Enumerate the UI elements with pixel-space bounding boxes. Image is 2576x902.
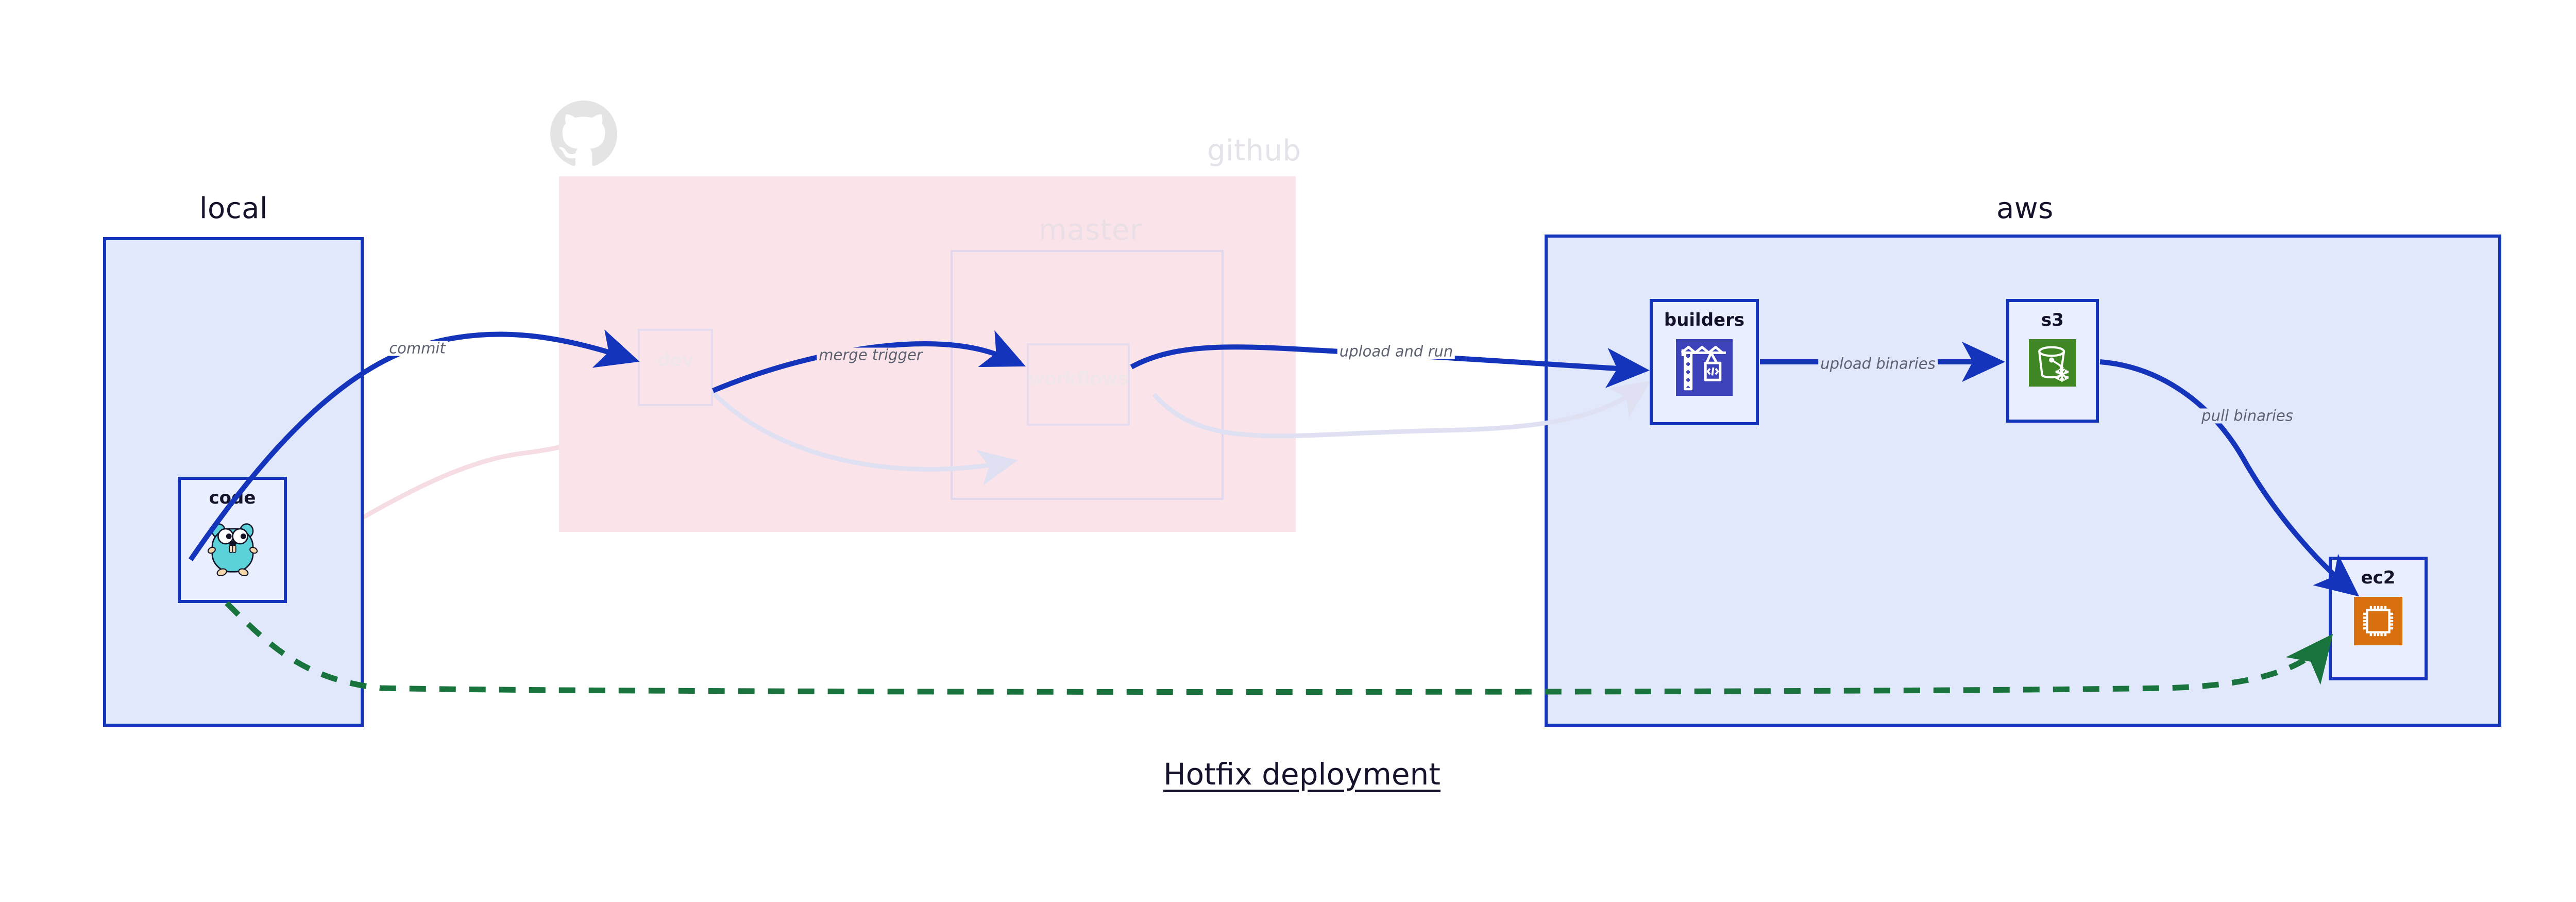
- node-workflows-label: workflows: [1028, 369, 1129, 389]
- edge-label-merge-trigger: merge trigger: [817, 347, 925, 363]
- cluster-local-label: local: [199, 192, 268, 225]
- cluster-aws-label: aws: [1996, 192, 2054, 225]
- ec2-cpu-icon: [2354, 597, 2402, 645]
- s3-bucket-icon: [2029, 339, 2076, 387]
- aws-crane-icon: [1676, 339, 1733, 396]
- edge-faded-dev-workflows: [710, 390, 1018, 486]
- go-gopher-icon: [207, 523, 258, 577]
- diagram-title: Hotfix deployment: [1163, 757, 1441, 792]
- node-dev-label: dev: [657, 350, 693, 371]
- node-ec2-label: ec2: [2361, 567, 2396, 588]
- edge-label-upload-binaries: upload binaries: [1818, 356, 1938, 372]
- edge-merge-trigger: [712, 330, 1026, 393]
- edge-hotfix-deploy: [225, 601, 2333, 695]
- node-s3-label: s3: [2041, 310, 2064, 330]
- node-workflows[interactable]: workflows: [1027, 343, 1130, 426]
- edge-label-upload-and-run: upload and run: [1337, 344, 1455, 359]
- cluster-master: [951, 250, 1224, 500]
- edge-commit: [188, 329, 640, 561]
- node-code[interactable]: code: [178, 477, 287, 603]
- node-builders[interactable]: builders: [1650, 299, 1759, 425]
- node-ec2[interactable]: ec2: [2329, 557, 2428, 680]
- cluster-master-label: master: [1039, 213, 1142, 247]
- github-octocat-icon: [550, 101, 617, 166]
- node-builders-label: builders: [1664, 310, 1745, 330]
- edge-label-commit: commit: [387, 341, 448, 356]
- edge-faded-workflows-builders: [1152, 380, 1651, 439]
- edge-label-pull-binaries: pull binaries: [2199, 408, 2295, 424]
- cluster-github-label: github: [1207, 134, 1301, 168]
- node-s3[interactable]: s3: [2006, 299, 2099, 423]
- edge-pull-binaries: [2099, 359, 2360, 597]
